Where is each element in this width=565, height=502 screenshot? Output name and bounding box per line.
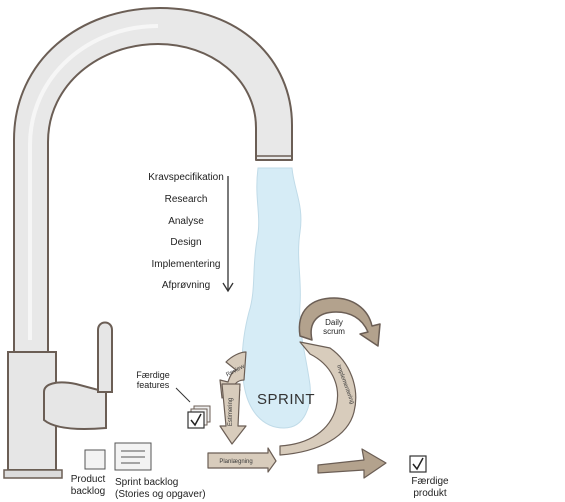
finished-features-checkbox-icon: [187, 405, 211, 429]
output-arrow: [317, 448, 387, 479]
product-backlog-card: [84, 449, 106, 470]
planlaegning-arrow: [207, 447, 277, 473]
product-backlog-label-1: Product: [71, 474, 106, 485]
faucet-spout: [13, 7, 293, 376]
faucet-lever: [97, 321, 113, 393]
faerdige-features-label-2: features: [137, 380, 170, 390]
faerdige-produkt-label-1: Færdige: [411, 476, 449, 487]
phase-implementering: Implementering: [152, 259, 221, 270]
daily-scrum-label-2: scrum: [323, 327, 345, 336]
phase-design: Design: [170, 237, 201, 248]
estimering-arrow: [219, 383, 247, 445]
sprint-backlog-list-icon: [114, 442, 152, 471]
estimering-arrow-label: Estimering: [228, 398, 234, 426]
faucet-base-plate: [3, 469, 63, 479]
implementering-arc-arrow: [279, 341, 357, 456]
sprint-backlog-label-1: Sprint backlog: [115, 477, 178, 488]
planlaegning-arrow-label: Planlægning: [219, 459, 252, 465]
faucet-handle-joint: [43, 381, 107, 431]
phase-kravspecifikation: Kravspecifikation: [148, 172, 224, 183]
phase-analyse: Analyse: [168, 216, 204, 227]
sprint-backlog-label-2: (Stories og opgaver): [115, 489, 206, 500]
faerdige-features-label-1: Færdige: [136, 370, 170, 380]
water-stream: [241, 167, 311, 429]
sprint-label: SPRINT: [257, 391, 315, 408]
features-pointer-line: [175, 387, 191, 403]
down-arrow-icon: [222, 176, 234, 293]
product-backlog-label-2: backlog: [71, 486, 105, 497]
phase-afproevning: Afprøvning: [162, 280, 210, 291]
phase-research: Research: [165, 194, 208, 205]
daily-scrum-label-1: Daily: [325, 318, 343, 327]
finished-product-checkbox-icon: [409, 455, 427, 473]
daily-scrum-cycle-arrow: [298, 297, 381, 347]
faucet-highlight: [28, 24, 159, 340]
faerdige-produkt-label-2: produkt: [413, 488, 447, 499]
